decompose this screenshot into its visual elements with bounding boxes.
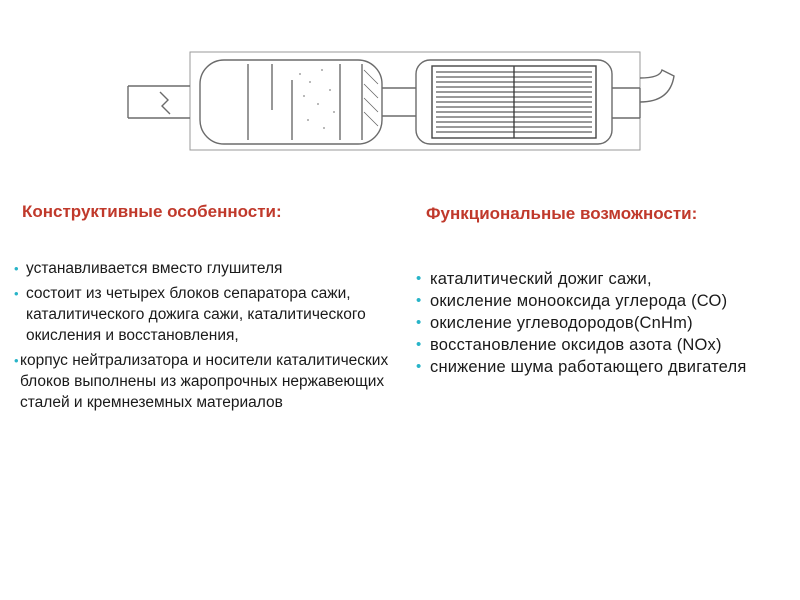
bullet-icon: •	[416, 270, 422, 287]
left-heading: Конструктивные особенности:	[22, 202, 282, 221]
constructive-features-list: •устанавливается вместо глушителя •состо…	[14, 258, 394, 417]
bullet-icon: •	[14, 353, 19, 368]
bullet-icon: •	[14, 286, 19, 301]
bullet-icon: •	[416, 314, 422, 331]
list-item: •каталитический дожиг сажи,	[416, 270, 652, 288]
list-item: •корпус нейтрализатора и носители катали…	[14, 352, 389, 411]
list-item: •состоит из четырех блоков сепаратора са…	[14, 285, 366, 344]
right-heading: Функциональные возможности:	[426, 204, 698, 223]
neutralizer-diagram	[127, 51, 675, 151]
list-item: •устанавливается вместо глушителя	[14, 260, 283, 277]
bullet-icon: •	[416, 358, 422, 375]
list-item: •окисление монооксида углерода (СО)	[416, 292, 728, 310]
bullet-icon: •	[14, 261, 19, 276]
bullet-icon: •	[416, 292, 422, 309]
list-item: •снижение шума работающего двигателя	[416, 358, 747, 376]
list-item: •восстановление оксидов азота (NOx)	[416, 336, 722, 354]
bullet-icon: •	[416, 336, 422, 353]
functional-capabilities-list: •каталитический дожиг сажи, •окисление м…	[416, 268, 796, 378]
list-item: •окисление углеводородов(CnHm)	[416, 314, 693, 332]
